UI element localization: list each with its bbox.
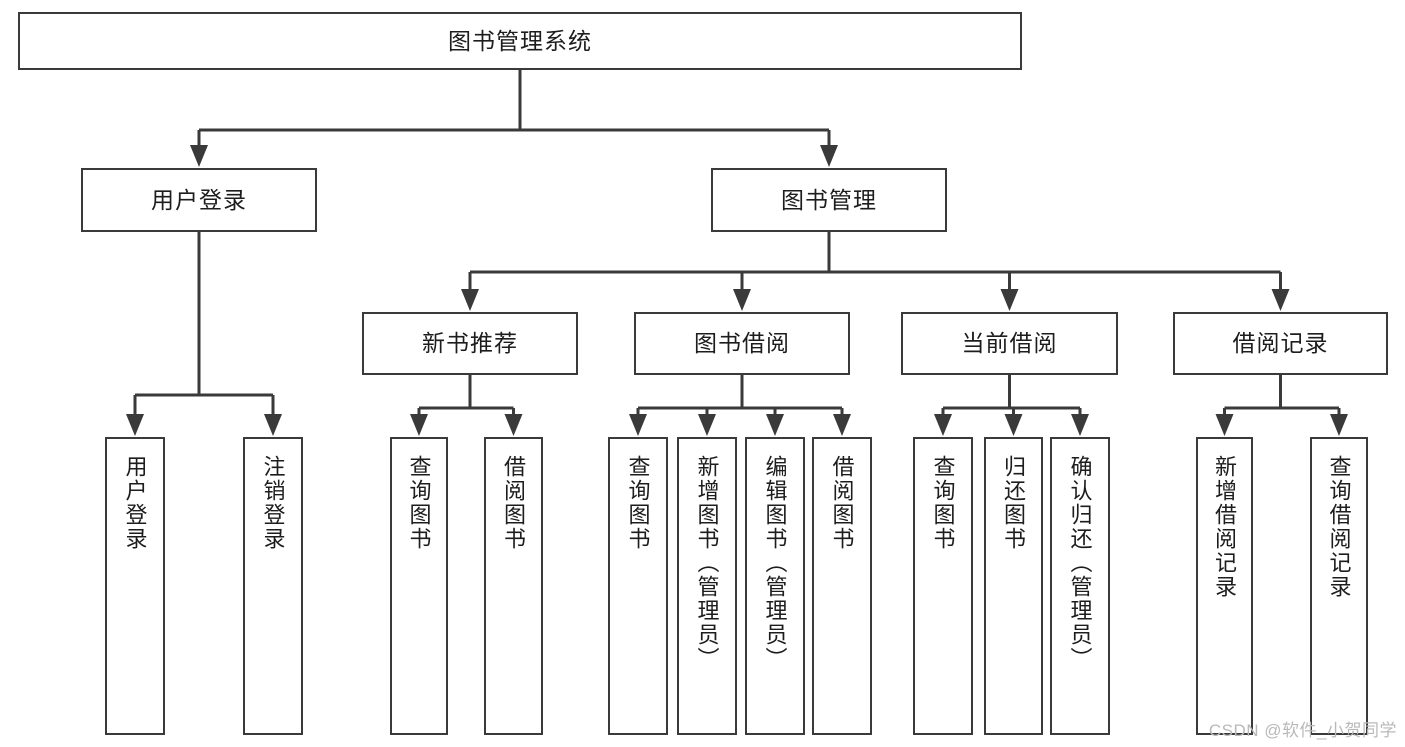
node-user-login[interactable]: 用户登录 [81,168,317,232]
node-book-manage[interactable]: 图书管理 [711,168,947,232]
node-book-borrow[interactable]: 图书借阅 [634,312,850,375]
node-current-borrow[interactable]: 当前借阅 [901,312,1118,375]
node-label: 新增借阅记录 [1212,455,1238,599]
node-label: 借阅记录 [1232,330,1329,357]
node-leaf-user-login[interactable]: 用户登录 [105,437,165,735]
node-leaf-query-book-3[interactable]: 查询图书 [913,437,973,735]
node-leaf-query-book-1[interactable]: 查询图书 [390,437,448,735]
node-label: 归还图书 [1001,455,1027,551]
node-label: 图书管理系统 [448,27,592,54]
node-label: 当前借阅 [961,330,1058,357]
node-leaf-borrow-book-2[interactable]: 借阅图书 [812,437,872,735]
node-leaf-confirm-return[interactable]: 确认归还（管理员） [1050,437,1110,735]
node-label: 用户登录 [151,186,247,213]
node-leaf-edit-book[interactable]: 编辑图书（管理员） [745,437,805,735]
node-label: 用户登录 [122,455,148,551]
node-label: 图书借阅 [694,330,790,357]
node-root[interactable]: 图书管理系统 [18,12,1022,70]
node-leaf-query-record[interactable]: 查询借阅记录 [1310,437,1368,735]
node-label: 查询图书 [930,455,956,551]
node-label: 查询借阅记录 [1326,455,1352,599]
node-borrow-record[interactable]: 借阅记录 [1173,312,1388,375]
node-leaf-return-book[interactable]: 归还图书 [984,437,1043,735]
node-new-book-rec[interactable]: 新书推荐 [362,312,578,375]
node-label: 借阅图书 [829,455,855,551]
node-label: 新书推荐 [422,330,518,357]
node-label: 新增图书（管理员） [694,455,720,671]
node-label: 注销登录 [260,455,286,551]
node-label: 图书管理 [781,186,877,213]
node-label: 确认归还（管理员） [1067,455,1093,671]
node-label: 编辑图书（管理员） [762,455,788,671]
node-label: 借阅图书 [501,455,527,551]
node-leaf-logout[interactable]: 注销登录 [243,437,303,735]
watermark: CSDN @软件_小贺同学 [1208,721,1397,740]
node-leaf-add-book[interactable]: 新增图书（管理员） [677,437,737,735]
node-label: 查询图书 [406,455,432,551]
node-leaf-query-book-2[interactable]: 查询图书 [608,437,668,735]
node-label: 查询图书 [625,455,651,551]
node-leaf-add-record[interactable]: 新增借阅记录 [1196,437,1253,735]
node-leaf-borrow-book-1[interactable]: 借阅图书 [484,437,543,735]
